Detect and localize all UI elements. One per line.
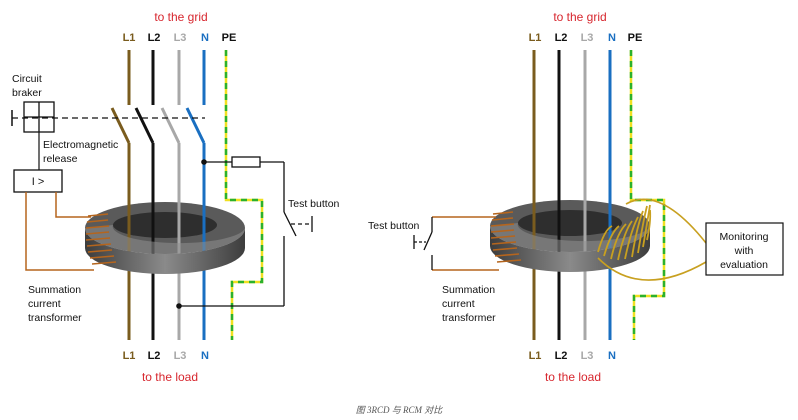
rcm-load-label: to the load bbox=[545, 370, 601, 384]
rcd-grid-label: to the grid bbox=[154, 10, 207, 24]
rcd-test-circuit bbox=[179, 156, 285, 307]
rcm-monitor-wires bbox=[597, 198, 707, 281]
rcd-winding bbox=[85, 213, 117, 265]
rcd-bottom-label-l3: L3 bbox=[174, 350, 187, 362]
monitoring-label-3: evaluation bbox=[720, 259, 768, 271]
rcd-winding-wires bbox=[25, 192, 94, 271]
rcd-conductor-l3 bbox=[160, 50, 181, 340]
rcd-bottom-label-l1: L1 bbox=[123, 350, 136, 362]
rcd-core-hole bbox=[113, 212, 217, 238]
junction-dot bbox=[176, 303, 182, 309]
rcm-bottom-conductor-labels: L1 L2 L3 N bbox=[529, 350, 616, 362]
rcd-core-front bbox=[85, 228, 245, 274]
circuit-breaker-label-2: braker bbox=[12, 87, 42, 99]
rcm-bottom-label-l1: L1 bbox=[529, 350, 542, 362]
rcd-top-label-l1: L1 bbox=[123, 32, 136, 44]
rcm-test-button-label: Test button bbox=[368, 220, 420, 232]
rcm-winding bbox=[490, 211, 522, 263]
rcm-top-label-l3: L3 bbox=[581, 32, 594, 44]
rcd-transformer-label-3: transformer bbox=[28, 312, 82, 324]
rcm-top-label-n: N bbox=[608, 32, 616, 44]
rcd-conductor-l1 bbox=[110, 50, 131, 340]
rcd-bottom-label-l2: L2 bbox=[148, 350, 161, 362]
test-button-symbol bbox=[283, 211, 313, 237]
rcm-bottom-label-n: N bbox=[608, 350, 616, 362]
rcd-load-label: to the load bbox=[142, 370, 198, 384]
rcd-top-conductor-labels: L1 L2 L3 N PE bbox=[123, 32, 237, 44]
rcd-test-button-label: Test button bbox=[288, 198, 340, 210]
rcd-transformer-label-2: current bbox=[28, 298, 61, 310]
release-box bbox=[13, 169, 63, 193]
rcm-transformer-label-3: transformer bbox=[442, 312, 496, 324]
rcm-test-circuit bbox=[432, 216, 499, 271]
rcd-top-label-n: N bbox=[201, 32, 209, 44]
rcd-conductor-l2 bbox=[134, 50, 155, 340]
rcd-transformer-label-1: Summation bbox=[28, 284, 81, 296]
release-symbol: I > bbox=[32, 176, 45, 188]
rcm-bottom-label-l3: L3 bbox=[581, 350, 594, 362]
rcm-top-label-l2: L2 bbox=[555, 32, 568, 44]
rcd-top-label-l3: L3 bbox=[174, 32, 187, 44]
rcm-top-label-pe: PE bbox=[628, 32, 643, 44]
rcm-core-front bbox=[490, 226, 650, 272]
rcm-grid-label: to the grid bbox=[553, 10, 606, 24]
rcm-transformer-label-2: current bbox=[442, 298, 475, 310]
rcm-transformer-label-1: Summation bbox=[442, 284, 495, 296]
junction-dot bbox=[201, 159, 207, 165]
rcd-bottom-conductor-labels: L1 L2 L3 N bbox=[123, 350, 209, 362]
rcm-panel: to the grid L1 L2 L3 N PE bbox=[368, 10, 784, 384]
rcd-panel: to the grid L1 L2 L3 N PE bbox=[11, 10, 340, 384]
rcd-core-top-front bbox=[85, 225, 245, 254]
rcd-conductor-pe bbox=[224, 50, 264, 340]
rcm-core-hole bbox=[518, 210, 622, 236]
monitoring-label-1: Monitoring bbox=[719, 231, 768, 243]
rcm-bottom-label-l2: L2 bbox=[555, 350, 568, 362]
rcd-top-label-pe: PE bbox=[222, 32, 237, 44]
rcm-top-label-l1: L1 bbox=[529, 32, 542, 44]
circuit-breaker-symbol bbox=[23, 101, 55, 133]
rcd-bottom-label-n: N bbox=[201, 350, 209, 362]
rcm-core-top-front bbox=[490, 223, 650, 252]
circuit-breaker-label-1: Circuit bbox=[12, 73, 42, 85]
rcd-conductor-n bbox=[185, 50, 206, 340]
rcd-top-label-l2: L2 bbox=[148, 32, 161, 44]
monitoring-label-2: with bbox=[734, 245, 754, 257]
rcm-conductor-pe bbox=[629, 50, 666, 340]
release-label-2: release bbox=[43, 153, 78, 165]
figure-caption: 图 3RCD 与 RCM 对比 bbox=[355, 405, 443, 415]
release-label-1: Electromagnetic bbox=[43, 139, 118, 151]
rcm-monitoring-coil bbox=[597, 204, 652, 261]
monitoring-box bbox=[705, 222, 784, 276]
rcm-test-button-symbol bbox=[413, 217, 433, 270]
rcm-top-conductor-labels: L1 L2 L3 N PE bbox=[529, 32, 643, 44]
